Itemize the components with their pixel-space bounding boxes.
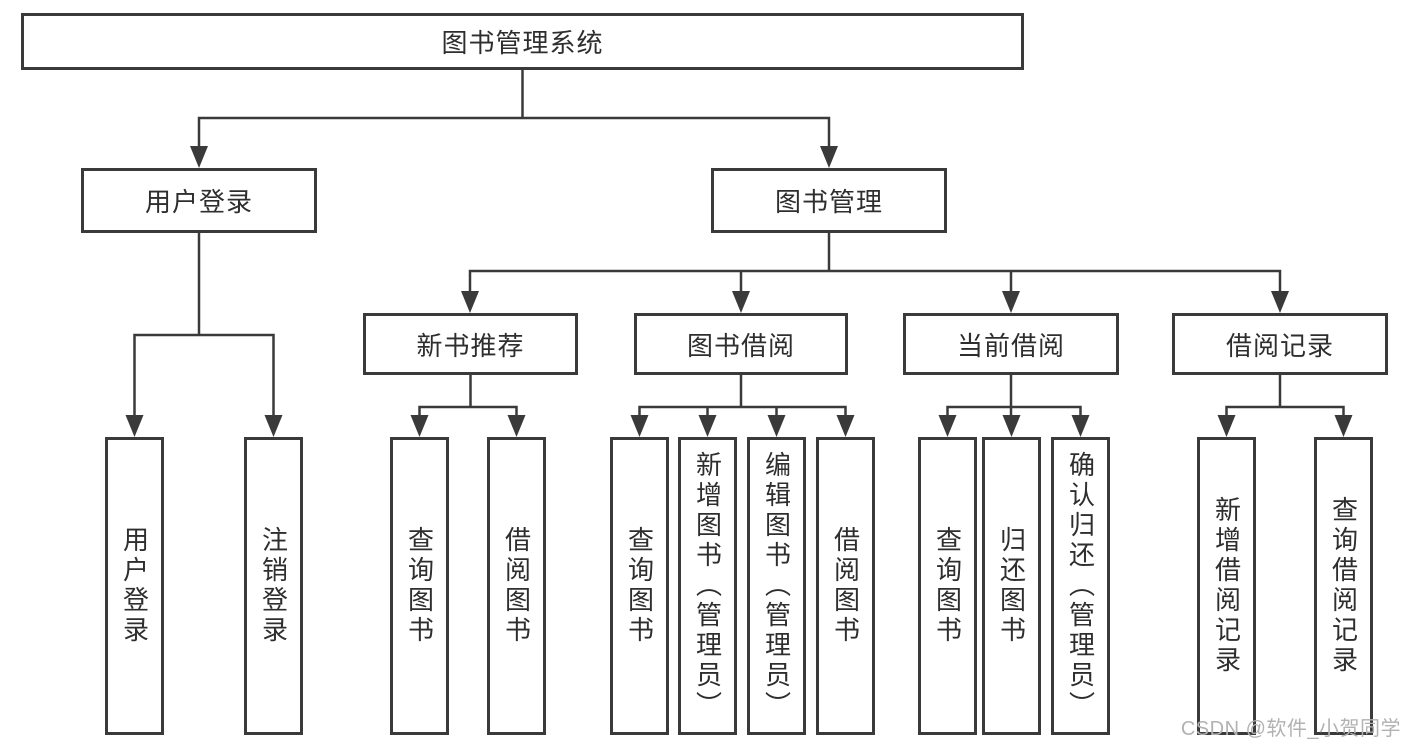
csdn-watermark: CSDN @软件_小贺同学 (1180, 718, 1401, 740)
node-library-management-system: 图书管理系统 (21, 13, 1024, 70)
node-user-login-branch: 用户登录 (81, 168, 317, 233)
leaf-label: 注销登录 (258, 526, 289, 646)
leaf-label: 借阅图书 (830, 526, 861, 646)
leaf-logout: 注销登录 (244, 437, 303, 735)
node-label: 当前借阅 (956, 330, 1065, 361)
leaf-label: 借阅图书 (501, 526, 532, 646)
node-label: 借阅记录 (1225, 330, 1334, 361)
leaf-label: 查询图书 (624, 526, 655, 646)
node-label: 图书管理 (774, 187, 883, 217)
node-book-borrowing: 图书借阅 (634, 313, 848, 375)
leaf-borrow-books-recommendation: 借阅图书 (487, 437, 546, 735)
node-current-borrowing: 当前借阅 (903, 313, 1119, 375)
leaf-borrow-books: 借阅图书 (816, 437, 875, 735)
leaf-query-books-current: 查询图书 (918, 437, 977, 735)
node-book-management-branch: 图书管理 (711, 168, 947, 233)
leaf-label: 归还图书 (996, 526, 1027, 646)
leaf-query-borrow-record: 查询借阅记录 (1314, 437, 1373, 735)
node-label: 新书推荐 (416, 330, 525, 361)
leaf-label: 新增借阅记录 (1211, 496, 1242, 676)
node-label: 图书借阅 (686, 330, 795, 361)
leaf-label: 查询图书 (932, 526, 963, 646)
leaf-label: 确认归还（管理员） (1065, 451, 1096, 721)
leaf-user-login: 用户登录 (105, 437, 164, 735)
leaf-label: 新增图书（管理员） (692, 451, 723, 721)
leaf-confirm-return-admin: 确认归还（管理员） (1051, 437, 1110, 735)
leaf-add-borrow-record: 新增借阅记录 (1197, 437, 1256, 735)
leaf-label: 编辑图书（管理员） (761, 451, 792, 721)
connector-arrowheads (125, 146, 1353, 437)
node-label: 用户登录 (144, 187, 253, 217)
node-new-book-recommendation: 新书推荐 (363, 313, 578, 375)
leaf-label: 查询图书 (404, 526, 435, 646)
leaf-return-books: 归还图书 (982, 437, 1041, 735)
leaf-query-books-borrowing: 查询图书 (610, 437, 669, 735)
leaf-label: 用户登录 (119, 526, 150, 646)
leaf-label: 查询借阅记录 (1328, 496, 1359, 676)
leaf-add-books-admin: 新增图书（管理员） (678, 437, 737, 735)
node-borrowing-records: 借阅记录 (1172, 313, 1388, 375)
node-label: 图书管理系统 (441, 28, 604, 58)
leaf-edit-books-admin: 编辑图书（管理员） (747, 437, 806, 735)
leaf-query-books-recommendation: 查询图书 (390, 437, 449, 735)
